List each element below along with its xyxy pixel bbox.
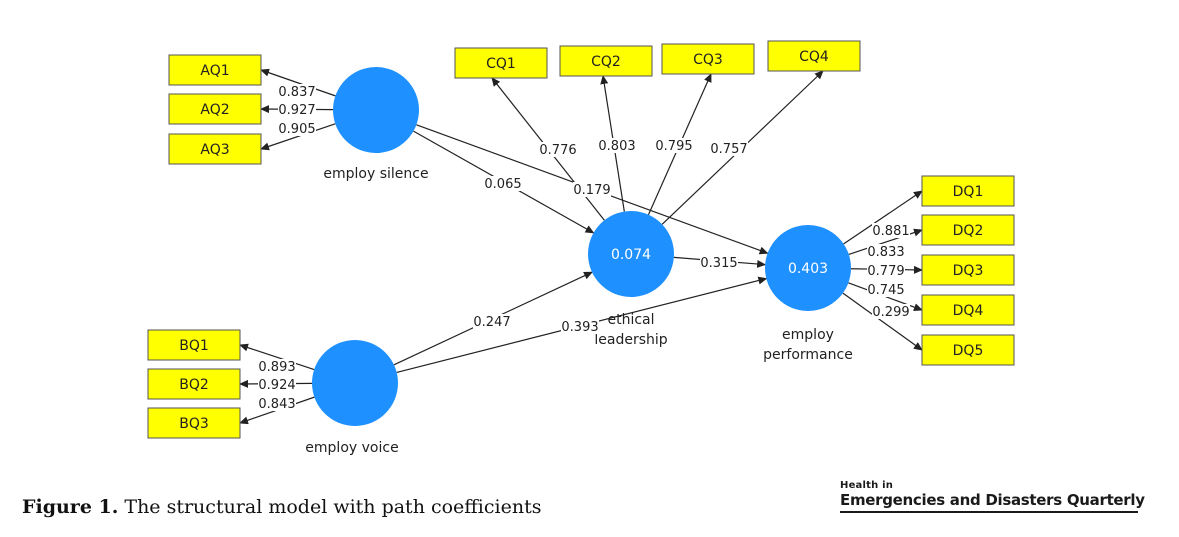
construct-name: performance xyxy=(763,347,853,363)
figure-number: Figure 1. xyxy=(22,496,119,518)
indicator-box xyxy=(454,47,548,79)
indicator-box xyxy=(921,334,1015,366)
indicator-label: AQ2 xyxy=(200,102,229,118)
path-coefficient: 0.393 xyxy=(561,320,598,335)
construct-name: employ silence xyxy=(323,166,428,182)
journal-logo-line1: Health in xyxy=(840,480,894,491)
indicator-label: CQ1 xyxy=(486,56,516,72)
construct-circle xyxy=(312,340,398,426)
loading-value: 0.776 xyxy=(539,143,576,158)
indicator-box xyxy=(559,45,653,77)
indicator-label: DQ5 xyxy=(953,343,984,359)
indicator-box xyxy=(168,54,262,86)
indicator-label: BQ3 xyxy=(179,416,209,432)
path-coefficient: 0.315 xyxy=(700,256,737,271)
journal-logo-line2: Emergencies and Disasters Quarterly xyxy=(840,491,1145,509)
r-squared-value: 0.074 xyxy=(611,247,651,263)
indicator-box xyxy=(921,214,1015,246)
indicator-label: CQ2 xyxy=(591,54,621,70)
figure-caption: Figure 1. The structural model with path… xyxy=(22,496,541,518)
indicator-box xyxy=(921,294,1015,326)
label-background xyxy=(598,138,636,153)
loading-value: 0.745 xyxy=(867,283,904,298)
loading-value: 0.833 xyxy=(867,245,904,260)
loading-value: 0.795 xyxy=(655,139,692,154)
construct-name: employ voice xyxy=(305,440,398,456)
indicator-box xyxy=(661,43,755,75)
loading-value: 0.924 xyxy=(258,378,295,393)
indicator-label: AQ3 xyxy=(200,142,229,158)
loading-value: 0.757 xyxy=(710,142,747,157)
indicator-box xyxy=(147,368,241,400)
construct-circle xyxy=(588,211,674,297)
loading-value: 0.843 xyxy=(258,397,295,412)
loading-value: 0.893 xyxy=(258,360,295,375)
label-background xyxy=(573,182,611,197)
label-background xyxy=(484,176,522,191)
indicator-box xyxy=(921,175,1015,207)
journal-logo: Health in Emergencies and Disasters Quar… xyxy=(840,480,1145,513)
path-coefficient: 0.247 xyxy=(473,315,510,330)
label-background xyxy=(539,142,577,157)
label-background xyxy=(872,223,910,238)
loading-value: 0.837 xyxy=(278,85,315,100)
indicator-box xyxy=(921,254,1015,286)
loading-arrow xyxy=(239,343,315,371)
label-background xyxy=(278,84,316,99)
loading-value: 0.803 xyxy=(598,139,635,154)
label-background xyxy=(278,121,316,136)
indicator-label: CQ3 xyxy=(693,52,723,68)
indicator-box xyxy=(168,93,262,125)
construct-circle xyxy=(765,225,851,311)
indicator-label: CQ4 xyxy=(799,49,829,65)
construct-name: ethical xyxy=(607,312,654,328)
label-background xyxy=(872,304,910,319)
indicator-box xyxy=(147,407,241,439)
label-background xyxy=(561,319,599,334)
indicator-label: DQ2 xyxy=(953,223,984,239)
label-background xyxy=(655,138,693,153)
indicator-label: DQ4 xyxy=(953,303,984,319)
label-background xyxy=(278,102,316,117)
label-background xyxy=(258,396,296,411)
construct-circle xyxy=(333,67,419,153)
label-background xyxy=(473,314,511,329)
construct-name: employ xyxy=(782,327,834,343)
loading-arrow xyxy=(260,123,336,151)
loading-value: 0.927 xyxy=(278,103,315,118)
loading-value: 0.905 xyxy=(278,122,315,137)
loading-value: 0.779 xyxy=(867,264,904,279)
label-background xyxy=(867,282,905,297)
loading-value: 0.299 xyxy=(872,305,909,320)
indicator-box xyxy=(767,40,861,72)
label-background xyxy=(258,377,296,392)
indicator-label: BQ2 xyxy=(179,377,209,393)
path-coefficient: 0.065 xyxy=(484,177,521,192)
indicator-box xyxy=(168,133,262,165)
loading-arrow xyxy=(842,292,923,351)
label-background xyxy=(710,141,748,156)
indicator-label: AQ1 xyxy=(200,63,229,79)
label-background xyxy=(867,263,905,278)
journal-logo-underline xyxy=(840,511,1138,513)
label-background xyxy=(700,255,738,270)
loading-value: 0.881 xyxy=(872,224,909,239)
loading-arrow xyxy=(843,190,923,245)
label-background xyxy=(258,359,296,374)
figure-caption-text: The structural model with path coefficie… xyxy=(118,496,542,518)
path-coefficient: 0.179 xyxy=(573,183,610,198)
indicator-box xyxy=(147,329,241,361)
construct-name: leadership xyxy=(594,332,667,348)
indicator-label: DQ1 xyxy=(953,184,984,200)
label-background xyxy=(867,244,905,259)
r-squared-value: 0.403 xyxy=(788,261,828,277)
indicator-label: BQ1 xyxy=(179,338,209,354)
loading-arrow xyxy=(260,68,336,97)
indicator-label: DQ3 xyxy=(953,263,984,279)
